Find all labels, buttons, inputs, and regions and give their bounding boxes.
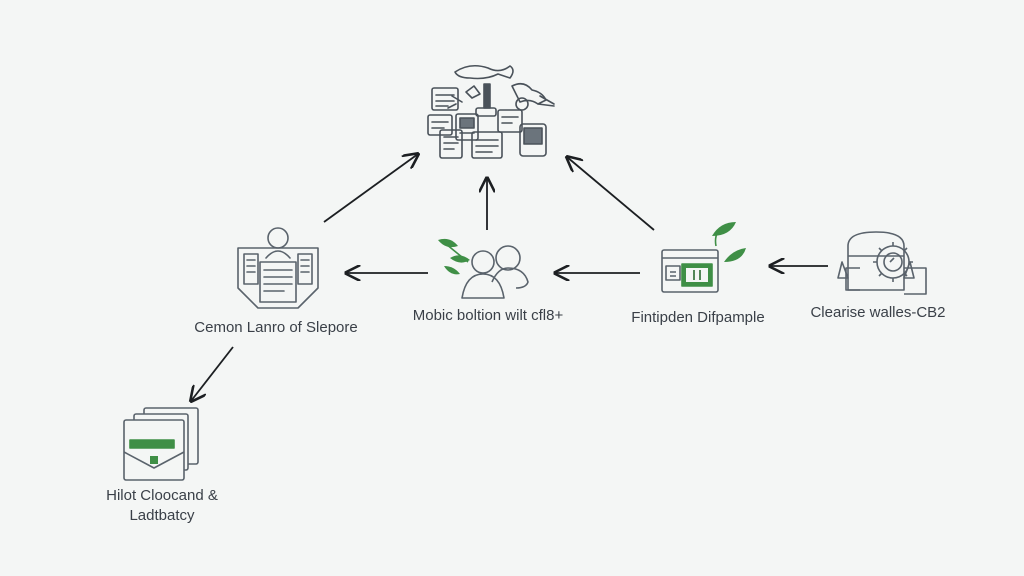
bottom-left-label-line-2: Ladtbatcy	[129, 507, 195, 524]
far-right-node-label: Clearise walles-CB2	[810, 304, 946, 321]
arrow-left-to-top	[323, 154, 418, 223]
person-document-icon	[237, 227, 319, 309]
document-collage-icon	[427, 64, 555, 159]
left-node-label: Cemon Lanro of Slepore	[194, 319, 358, 336]
envelope-folder-icon	[123, 407, 199, 481]
gear-device-icon	[837, 231, 927, 295]
bottom-left-node-label: Hilot Cloocand & Ladtbatcy	[62, 486, 262, 526]
center-node-label: Mobic boltion wilt cfl8+	[412, 307, 564, 324]
arrow-right-to-top	[567, 157, 655, 231]
arrow-left-to-bottom	[191, 346, 234, 401]
bottom-left-label-line-1: Hilot Cloocand &	[106, 487, 218, 504]
right-node-label: Fintipden Difpample	[631, 309, 765, 326]
people-with-leaves-icon	[438, 238, 529, 299]
payment-card-with-leaves-icon	[661, 222, 746, 293]
